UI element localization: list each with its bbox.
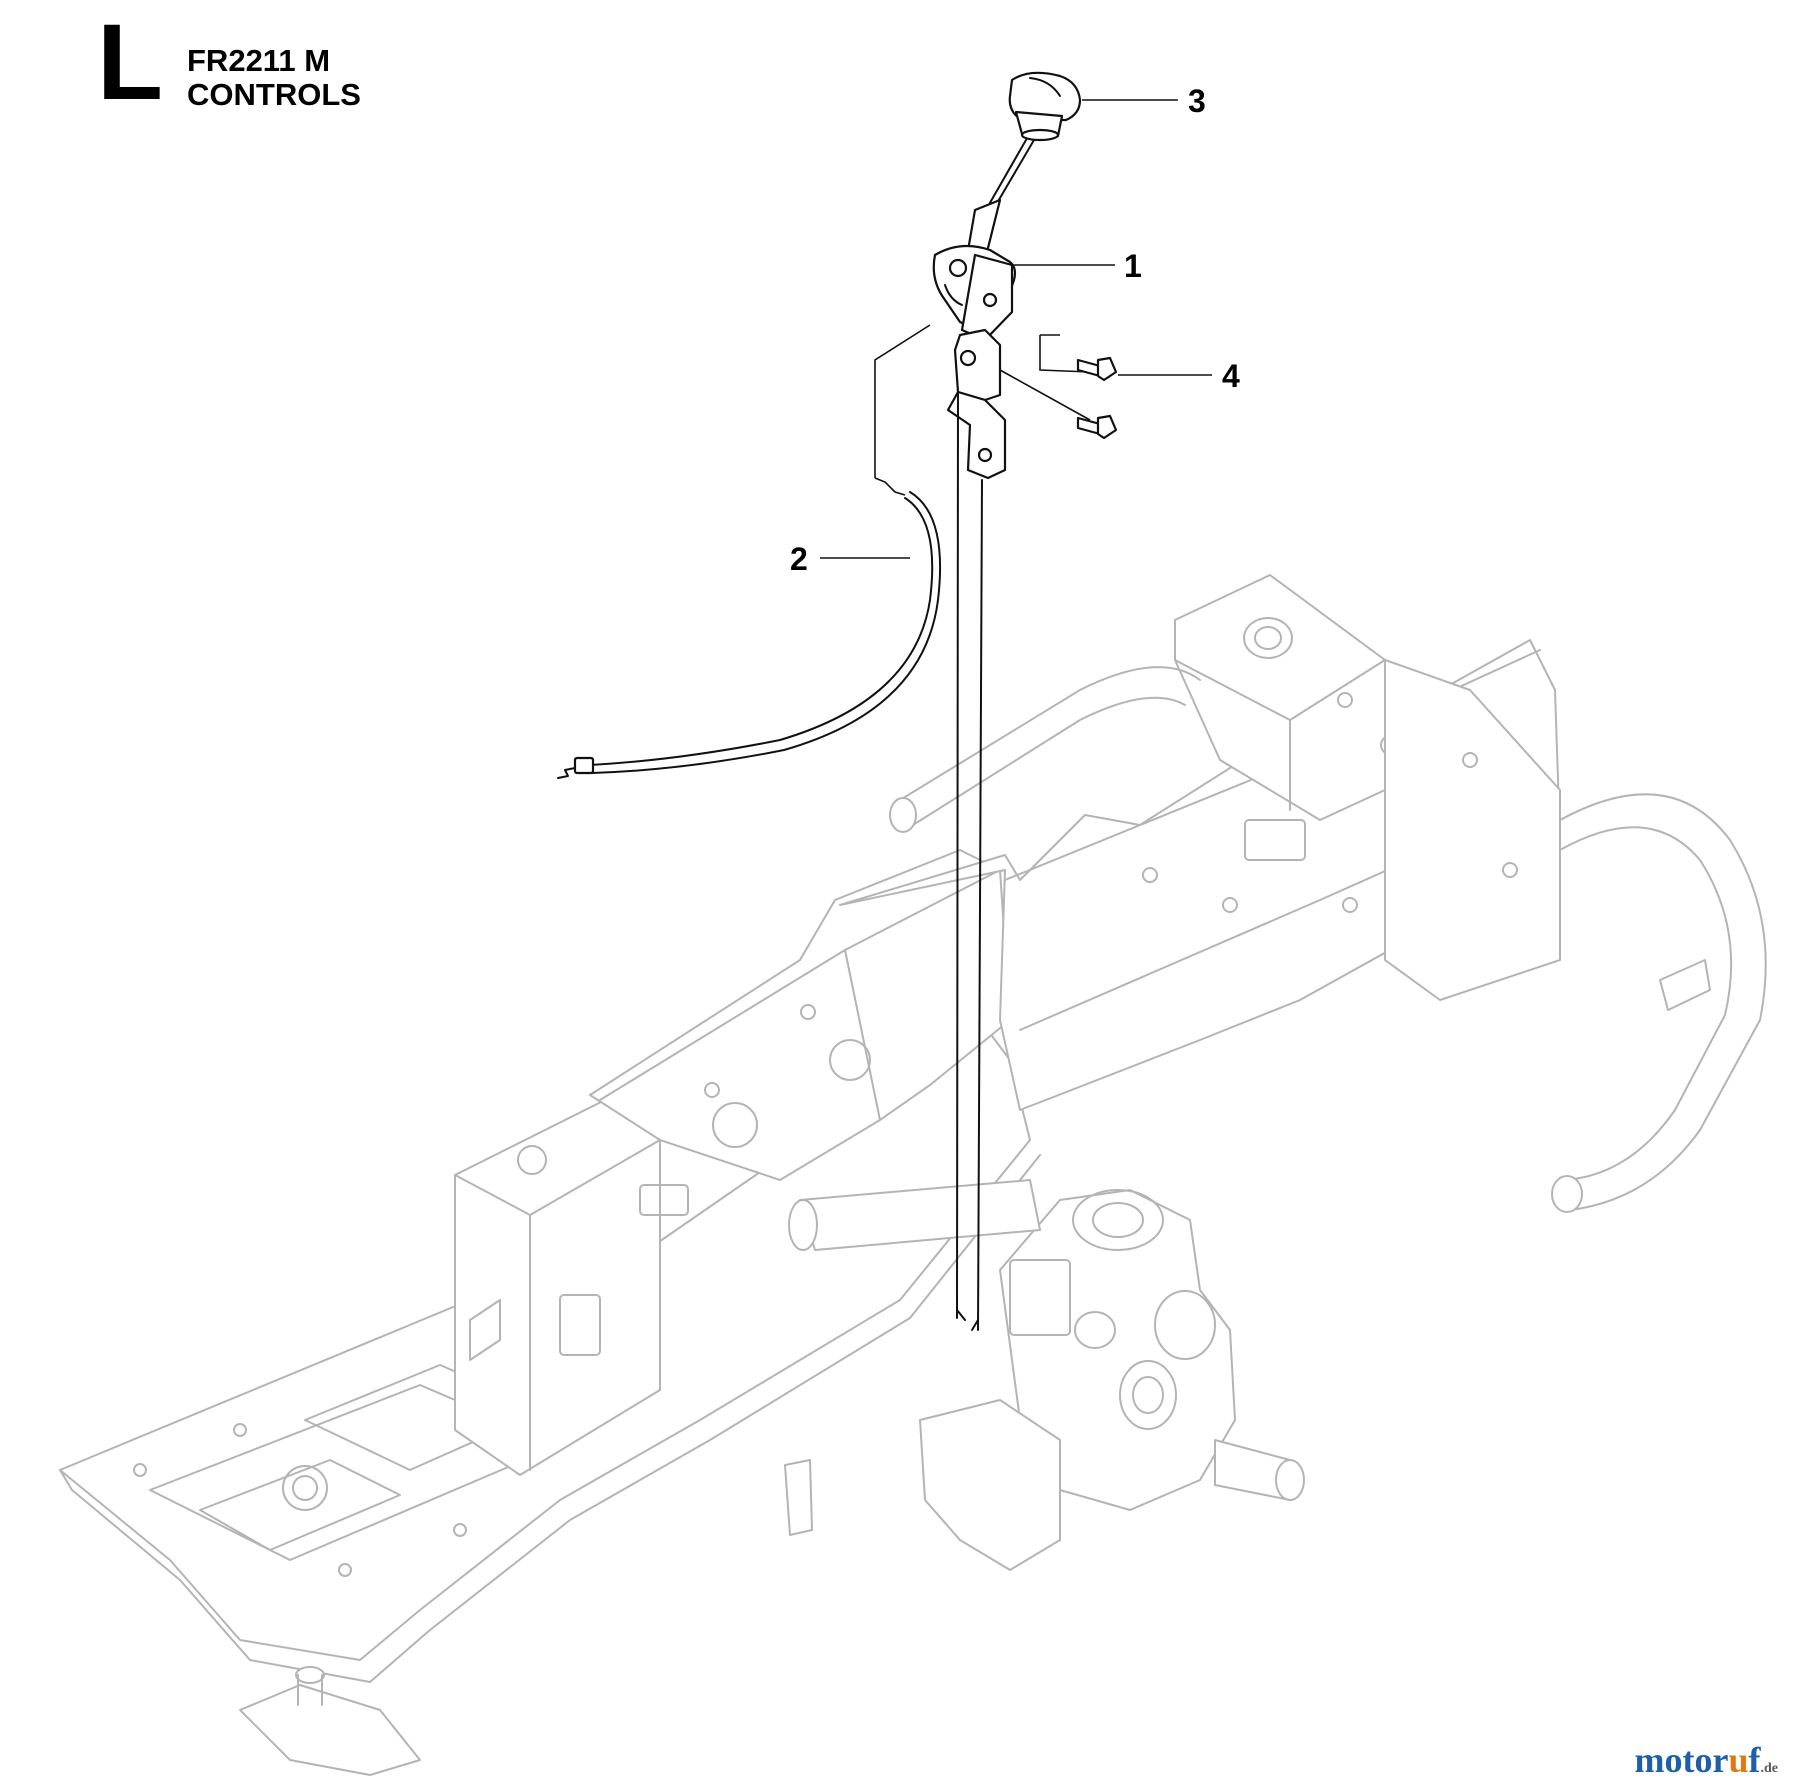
rear-bumper-bar-inner — [904, 696, 1186, 831]
bumper-end-right — [1551, 1175, 1583, 1213]
frame-hole — [712, 1102, 758, 1148]
bolt-upper-head — [1096, 356, 1118, 382]
frame-bracket — [469, 1299, 501, 1361]
frame-box-top — [454, 1139, 661, 1471]
section-letter: L — [97, 1, 163, 122]
frame-hole — [1502, 862, 1518, 878]
right-bumper-bar — [1559, 793, 1767, 1211]
bracket-hole — [977, 447, 993, 463]
watermark-logo: motoruf.de — [1635, 1739, 1779, 1781]
axle-spindle-end — [1275, 1459, 1305, 1501]
frame-hole — [1142, 867, 1158, 883]
mounting-bracket — [946, 328, 1007, 480]
model-number: FR2211 M — [187, 43, 331, 78]
part-2-cable — [557, 477, 941, 779]
frame-hole — [1462, 752, 1478, 768]
frame-seat-edge — [599, 869, 1001, 1121]
frame-slot — [639, 1184, 689, 1216]
bolt-lower-head — [1096, 414, 1118, 440]
front-mount-bracket — [239, 1684, 421, 1776]
frame-hole — [1342, 897, 1358, 913]
frame-hole — [233, 1423, 247, 1437]
frame-hole — [1222, 897, 1238, 913]
frame-pivot-hole — [1243, 617, 1293, 659]
right-bumper-bar-inner — [1559, 826, 1733, 1181]
cable-wire-top — [874, 477, 906, 496]
callout-1: 1 — [1124, 248, 1142, 284]
frame-slot — [559, 1294, 601, 1356]
axle-hole — [1154, 1290, 1216, 1360]
watermark-tld: .de — [1760, 1761, 1779, 1776]
axle-pivot-hole — [1072, 1189, 1164, 1251]
knob-base — [1020, 128, 1060, 142]
cable-end-wire — [557, 767, 576, 779]
axle-hole — [1074, 1311, 1116, 1349]
explode-line-cable — [874, 324, 931, 478]
control-pivot — [948, 258, 968, 278]
axle-hole — [1132, 1376, 1164, 1414]
frame-hole — [453, 1523, 467, 1537]
callout-4: 4 — [1222, 358, 1240, 394]
cable-sheath — [589, 497, 934, 766]
frame-hole — [338, 1563, 352, 1577]
frame-tower-edge — [1174, 659, 1386, 811]
knob-grip-highlight — [1029, 77, 1061, 97]
rear-bumper-bar — [899, 666, 1201, 801]
bolt-upper-shank — [1076, 358, 1102, 378]
frame-hole — [829, 1039, 871, 1081]
cable-sheath-inner — [591, 491, 941, 774]
mount-bolt-shaft — [297, 1674, 323, 1706]
watermark-accent: u — [1728, 1740, 1749, 1780]
cross-shaft-end — [788, 1199, 818, 1251]
mount-bolt — [295, 1666, 325, 1684]
bumper-mount — [1659, 959, 1711, 1011]
watermark-text-2: f — [1748, 1740, 1761, 1780]
frame-peg — [784, 1459, 813, 1536]
knob-grip — [1008, 71, 1082, 122]
bolt-lower-shank — [1076, 416, 1102, 436]
watermark-text-1: motor — [1634, 1740, 1729, 1780]
part-1-throttle-control — [932, 198, 1017, 342]
frame-hole — [704, 1082, 720, 1098]
part-3-knob — [1008, 71, 1082, 142]
frame-hole — [292, 1475, 318, 1501]
rod-lower-end — [956, 1309, 979, 1331]
bracket-hole — [959, 349, 977, 367]
frame-plate-edge — [59, 1154, 1041, 1683]
frame-pivot-hole — [1254, 626, 1282, 650]
frame-right-plate — [1384, 659, 1561, 1001]
steering-casting — [919, 1399, 1061, 1571]
group-title: CONTROLS — [187, 77, 361, 112]
axle-slot — [1009, 1259, 1071, 1336]
frame-hole — [1337, 692, 1353, 708]
callout-2: 2 — [790, 541, 808, 577]
bracket-upper — [953, 328, 1002, 402]
bracket-lower — [946, 390, 1007, 480]
frame-hole — [282, 1465, 328, 1511]
vertical-link-rod — [956, 391, 983, 1331]
axle-pivot-hole — [1092, 1202, 1144, 1238]
cable-end-ferrule — [573, 756, 595, 775]
part-4-bolts — [1076, 356, 1118, 440]
frame-hole — [133, 1463, 147, 1477]
chassis-frame — [59, 574, 1767, 1776]
axle-hole — [1119, 1360, 1177, 1430]
control-spring — [944, 284, 963, 306]
frame-slot — [1244, 819, 1306, 861]
frame-rear-tower — [1174, 574, 1386, 821]
title-block: FR2211 M CONTROLS — [187, 44, 361, 112]
explode-line-bolt-lower — [999, 369, 1091, 421]
explode-line-bolt — [1039, 334, 1091, 373]
frame-hole — [517, 1145, 547, 1175]
callout-3: 3 — [1188, 83, 1206, 119]
bumper-end-left — [889, 797, 917, 833]
frame-hole — [800, 1004, 816, 1020]
control-rivet — [982, 292, 998, 308]
